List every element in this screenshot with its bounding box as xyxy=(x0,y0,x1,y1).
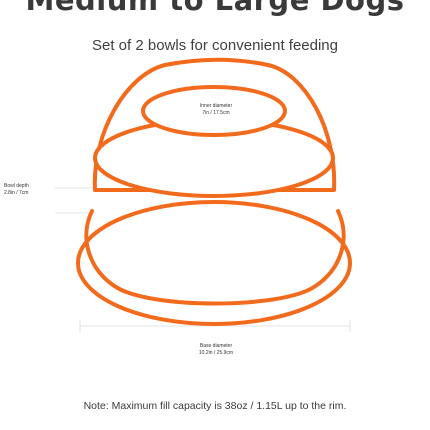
inner-diameter-label: Inner diameter 7in / 17.5cm xyxy=(188,103,244,117)
bowl-body-outline xyxy=(76,200,352,326)
inner-diameter-value: 7in / 17.5cm xyxy=(202,110,230,116)
inner-diameter-title: Inner diameter xyxy=(199,103,233,109)
base-diameter-value: 10.2in / 25.9cm xyxy=(198,350,234,356)
bowl-depth-value: 2.8in / 7cm xyxy=(4,190,29,196)
headline: Medium to Large Dogs xyxy=(25,0,405,17)
bowl-depth-label: Bowl depth 2.8in / 7cm xyxy=(4,183,50,197)
bowl-outer-outline xyxy=(92,57,337,192)
base-diameter-title: Base diameter xyxy=(199,343,233,349)
bowl-depth-title: Bowl depth xyxy=(4,183,29,189)
bowl-inner-outline xyxy=(141,85,287,137)
subtitle: Set of 2 bowls for convenient feeding xyxy=(92,37,338,54)
capacity-note: Note: Maximum fill capacity is 38oz / 1.… xyxy=(83,400,347,412)
base-diameter-label: Base diameter 10.2in / 25.9cm xyxy=(188,343,244,357)
bowl-base-outline xyxy=(84,209,346,306)
